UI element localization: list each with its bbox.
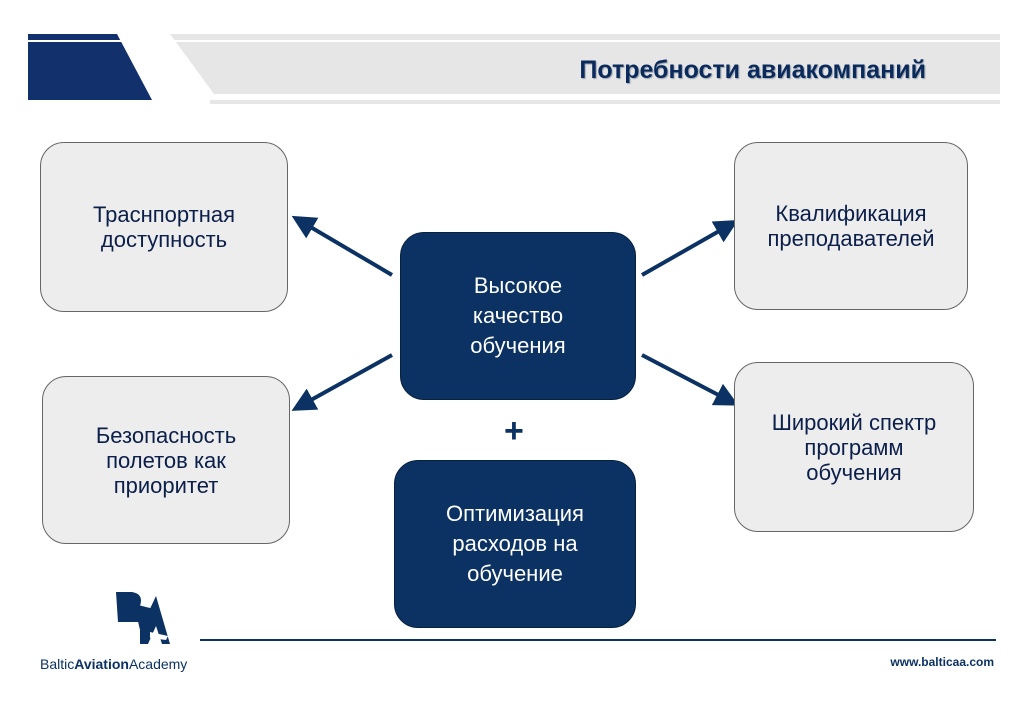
arrow-to-bottom-right [641, 353, 739, 406]
header-white-line [0, 40, 1000, 42]
box-cost-optimization: Оптимизация расходов на обучение [394, 460, 636, 628]
box-cost-optimization-label: Оптимизация расходов на обучение [446, 501, 584, 586]
logo-word-aviation: Aviation [74, 656, 129, 672]
arrow-to-bottom-left [291, 353, 393, 411]
box-flight-safety: Безопасность полетов как приоритет [42, 376, 290, 544]
page-title: Потребности авиакомпаний [579, 56, 926, 84]
website-link[interactable]: www.balticaa.com [890, 655, 994, 669]
box-instructor-qualification-label: Квалификация преподавателей [767, 201, 935, 251]
header-light-band [170, 34, 1000, 94]
header-graphic [0, 34, 1000, 104]
header-navy-block [28, 34, 152, 100]
header-underline [210, 100, 1000, 104]
arrow-to-top-left [291, 215, 394, 277]
logo-wordmark: BalticAviationAcademy [40, 656, 187, 672]
plus-sign: + [504, 412, 524, 450]
box-transport-access: Траснпортная доступность [40, 142, 288, 312]
box-instructor-qualification: Квалификация преподавателей [734, 142, 968, 310]
box-transport-access-label: Траснпортная доступность [92, 202, 236, 252]
logo-word-academy: Academy [128, 656, 188, 672]
logo-word-baltic: Baltic [40, 656, 75, 672]
box-high-quality-training: Высокое качество обучения [400, 232, 636, 400]
arrow-to-top-right [641, 220, 739, 277]
box-program-range: Широкий спектр программ обучения [734, 362, 974, 532]
box-program-range-label: Широкий спектр программ обучения [771, 409, 937, 485]
box-high-quality-training-label: Высокое качество обучения [470, 273, 566, 358]
box-flight-safety-label: Безопасность полетов как приоритет [95, 422, 237, 498]
baltic-aviation-academy-logo-icon [116, 592, 170, 644]
